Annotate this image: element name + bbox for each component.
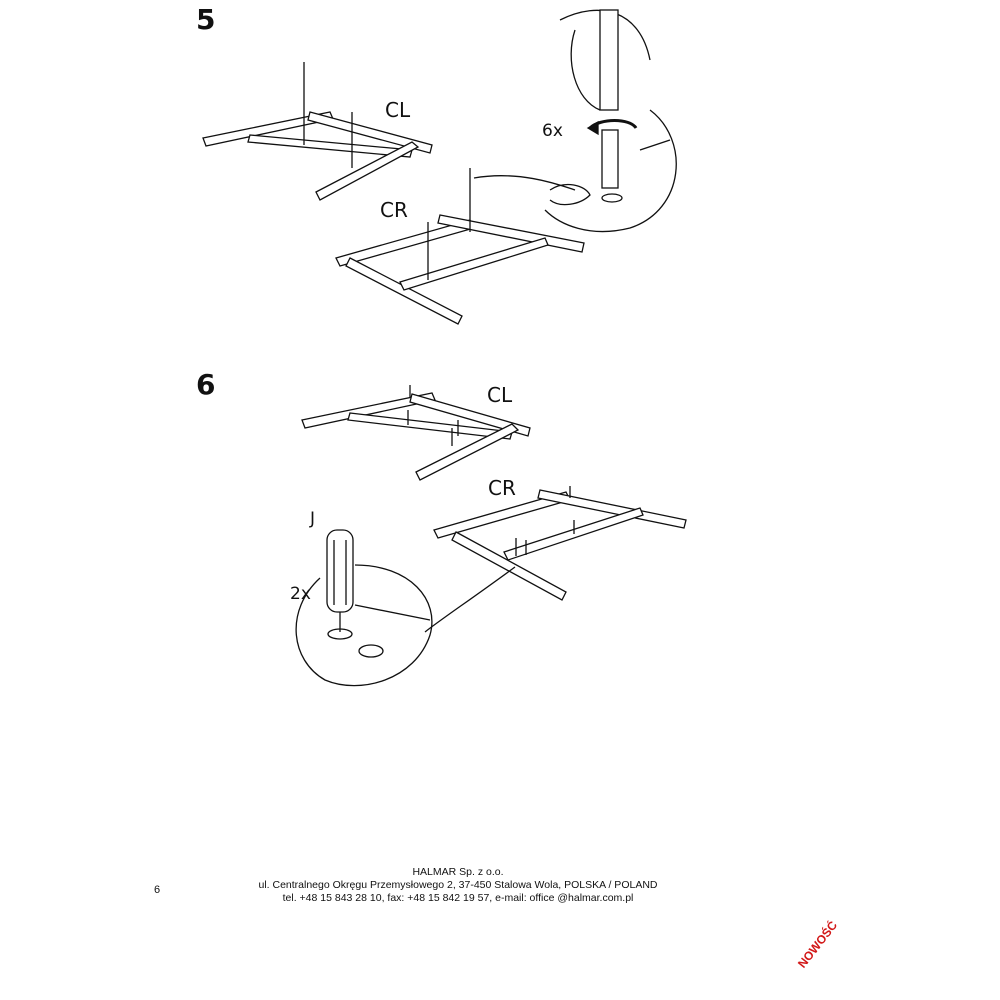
step6-detail-circle <box>295 529 433 687</box>
quantity-label: 6x <box>542 121 563 141</box>
step6-cl-frame <box>301 385 531 481</box>
tool-label: J <box>310 509 316 529</box>
footer-company: HALMAR Sp. z o.o. <box>412 866 504 878</box>
footer-address: ul. Centralnego Okręgu Przemysłowego 2, … <box>258 879 658 891</box>
part-label-cr: CR <box>380 198 408 222</box>
page-number: 6 <box>154 884 161 896</box>
part-label-cl: CL <box>487 383 513 407</box>
step5-cr-frame <box>335 168 585 325</box>
footer-contact: tel. +48 15 843 28 10, fax: +48 15 842 1… <box>282 892 634 904</box>
quantity-label: 2x <box>290 584 311 604</box>
step5-detail-circle <box>544 9 677 233</box>
part-label-cr: CR <box>488 476 516 500</box>
step-number: 6 <box>196 368 216 401</box>
step5-cl-frame <box>202 62 433 201</box>
part-label-cl: CL <box>385 98 411 122</box>
step6-cr-frame <box>424 486 687 633</box>
step-number: 5 <box>196 3 216 36</box>
